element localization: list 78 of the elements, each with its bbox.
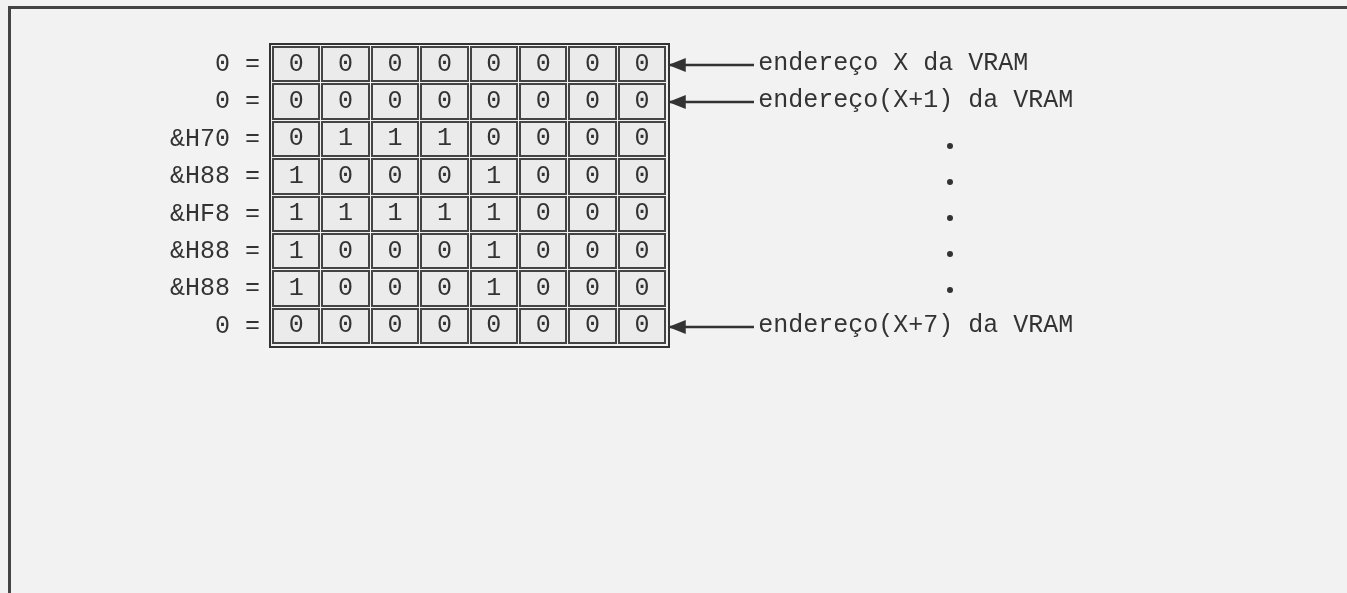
bit-cell: 1 <box>272 158 321 195</box>
bit-cell: 0 <box>568 270 617 307</box>
bit-cell: 0 <box>617 307 667 345</box>
row-label: &H88 = <box>169 236 260 268</box>
bit-cell: 1 <box>272 195 321 232</box>
bit-cell: 0 <box>568 233 617 270</box>
bit-cell: 0 <box>321 307 370 345</box>
bit-cell: 0 <box>272 307 321 345</box>
bit-cell: 1 <box>272 270 321 307</box>
bit-cell: 0 <box>469 46 518 83</box>
bit-cell: 0 <box>272 120 321 158</box>
bit-cell: 0 <box>370 46 420 83</box>
bit-cell: 0 <box>568 307 617 345</box>
bit-cell: 0 <box>469 307 518 345</box>
bit-cell: 1 <box>469 158 518 195</box>
bit-cell: 0 <box>420 307 469 345</box>
bit-cell: 0 <box>519 46 568 83</box>
bit-cell: 1 <box>321 195 370 232</box>
bit-cell: 0 <box>519 83 568 120</box>
bit-cell: 1 <box>272 233 321 270</box>
bit-cell: 0 <box>370 270 420 307</box>
bit-cell: 0 <box>420 270 469 307</box>
bit-cell: 0 <box>469 120 518 158</box>
bit-cell: 0 <box>370 83 420 120</box>
bit-cell: 1 <box>420 195 469 232</box>
bit-cell: 0 <box>617 158 667 195</box>
bit-cell: 0 <box>617 46 667 83</box>
bit-cell: 0 <box>617 83 667 120</box>
bit-cell: 0 <box>420 158 469 195</box>
bit-cell: 0 <box>519 158 568 195</box>
bit-cell: 0 <box>568 158 617 195</box>
bit-cell: 0 <box>568 195 617 232</box>
bit-cell: 0 <box>272 46 321 83</box>
bit-cell: 0 <box>469 83 518 120</box>
bit-cell: 1 <box>469 233 518 270</box>
row-label: &H88 = <box>169 273 260 306</box>
bit-cell: 0 <box>321 46 370 83</box>
arrow <box>668 95 754 109</box>
bit-cell: 0 <box>370 307 420 345</box>
address-label: endereço(X+1) da VRAM <box>758 85 1074 118</box>
bit-cell: 0 <box>420 233 469 270</box>
bit-cell: 0 <box>519 307 568 345</box>
bit-cell: 0 <box>617 233 667 270</box>
arrow <box>668 58 754 72</box>
bit-cell: 0 <box>519 233 568 270</box>
bit-cell: 0 <box>321 158 370 195</box>
bit-cell: 1 <box>420 120 469 158</box>
bit-cell: 0 <box>272 83 321 120</box>
bit-cell: 0 <box>321 270 370 307</box>
bit-cell: 0 <box>321 83 370 120</box>
address-label: endereço(X+7) da VRAM <box>758 309 1074 342</box>
bit-cell: 0 <box>519 120 568 158</box>
address-label: endereço X da VRAM <box>758 48 1029 80</box>
bit-cell: 0 <box>370 233 420 270</box>
row-label: 0 = <box>214 86 260 119</box>
row-label: &HF8 = <box>169 198 260 231</box>
row-label: &H70 = <box>169 123 260 156</box>
row-label: 0 = <box>214 310 260 343</box>
bit-cell: 0 <box>519 270 568 307</box>
bit-cell: 0 <box>568 83 617 120</box>
bit-cell: 0 <box>568 46 617 83</box>
bit-cell: 1 <box>469 270 518 307</box>
bit-cell: 0 <box>519 195 568 232</box>
arrow <box>668 320 754 334</box>
bit-cell: 0 <box>617 270 667 307</box>
row-label: 0 = <box>214 49 260 81</box>
bit-cell: 0 <box>617 195 667 232</box>
bit-cell: 0 <box>420 46 469 83</box>
bit-cell: 1 <box>321 120 370 158</box>
bit-cell: 0 <box>370 158 420 195</box>
bit-cell: 0 <box>420 83 469 120</box>
row-label: &H88 = <box>169 161 260 194</box>
bit-cell: 0 <box>617 120 667 158</box>
bit-cell: 1 <box>469 195 518 232</box>
bit-cell: 0 <box>568 120 617 158</box>
bit-cell: 0 <box>321 233 370 270</box>
bit-cell: 1 <box>370 195 420 232</box>
bit-cell: 1 <box>370 120 420 158</box>
